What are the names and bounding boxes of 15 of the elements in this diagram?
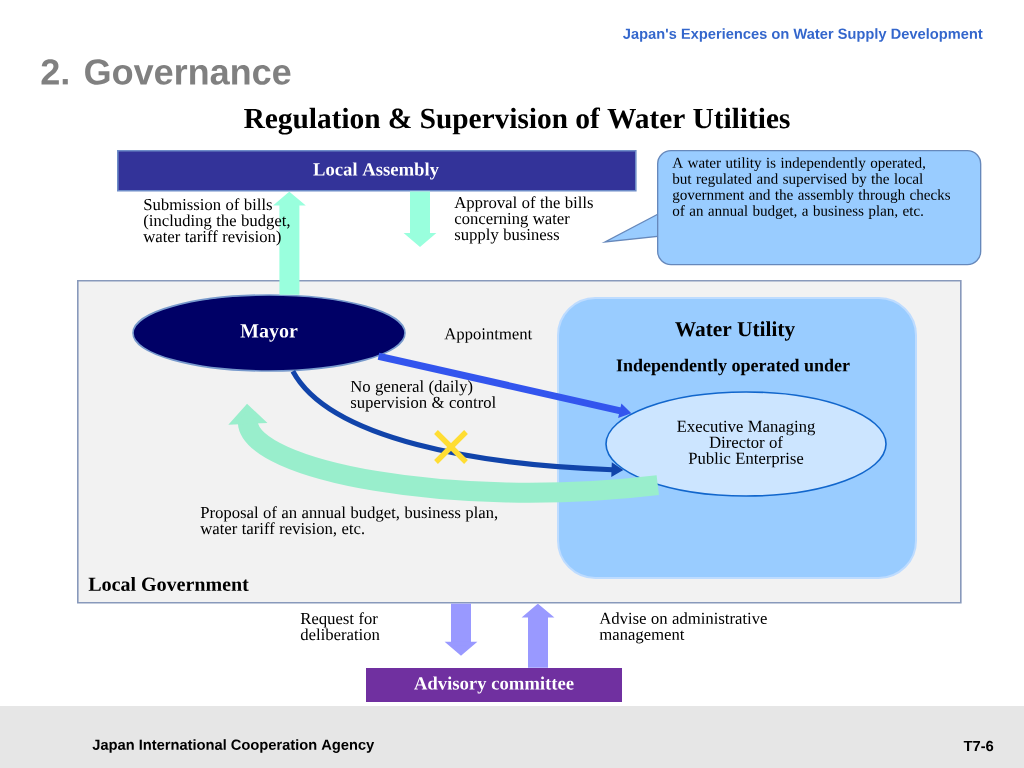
title: Regulation & Supervision of Water Utilities (244, 107, 790, 135)
edge-label: Request for deliberation (300, 612, 380, 641)
edge-label: Approval of the bills concerning water supply business (454, 196, 593, 244)
section-heading: 2. Governance (41, 59, 291, 85)
edge-label: No general (daily) supervision & control (350, 380, 496, 412)
edge-label: Appointment (444, 328, 533, 343)
edge-label: Submission of bills (including the budget, water tariff revision) (143, 198, 290, 246)
header-text: Japan's Experiences on Water Supply Development (623, 28, 983, 42)
footer-text: Japan International Cooperation Agency (92, 739, 375, 753)
assembly-box: Local Assembly (117, 150, 637, 192)
committee-box: Advisory committee (366, 668, 622, 702)
callout-bubble: A water utility is independently operated, but regulated and supervised by the local government and the assembly through checks of an annual budget, a business plan, etc. (601, 150, 982, 266)
page-number: T7-6 (963, 740, 994, 752)
edge-label: Proposal of an annual budget, business plan, water tariff revision, etc. (200, 506, 498, 537)
edge-label: Advise on administrative management (599, 612, 767, 644)
